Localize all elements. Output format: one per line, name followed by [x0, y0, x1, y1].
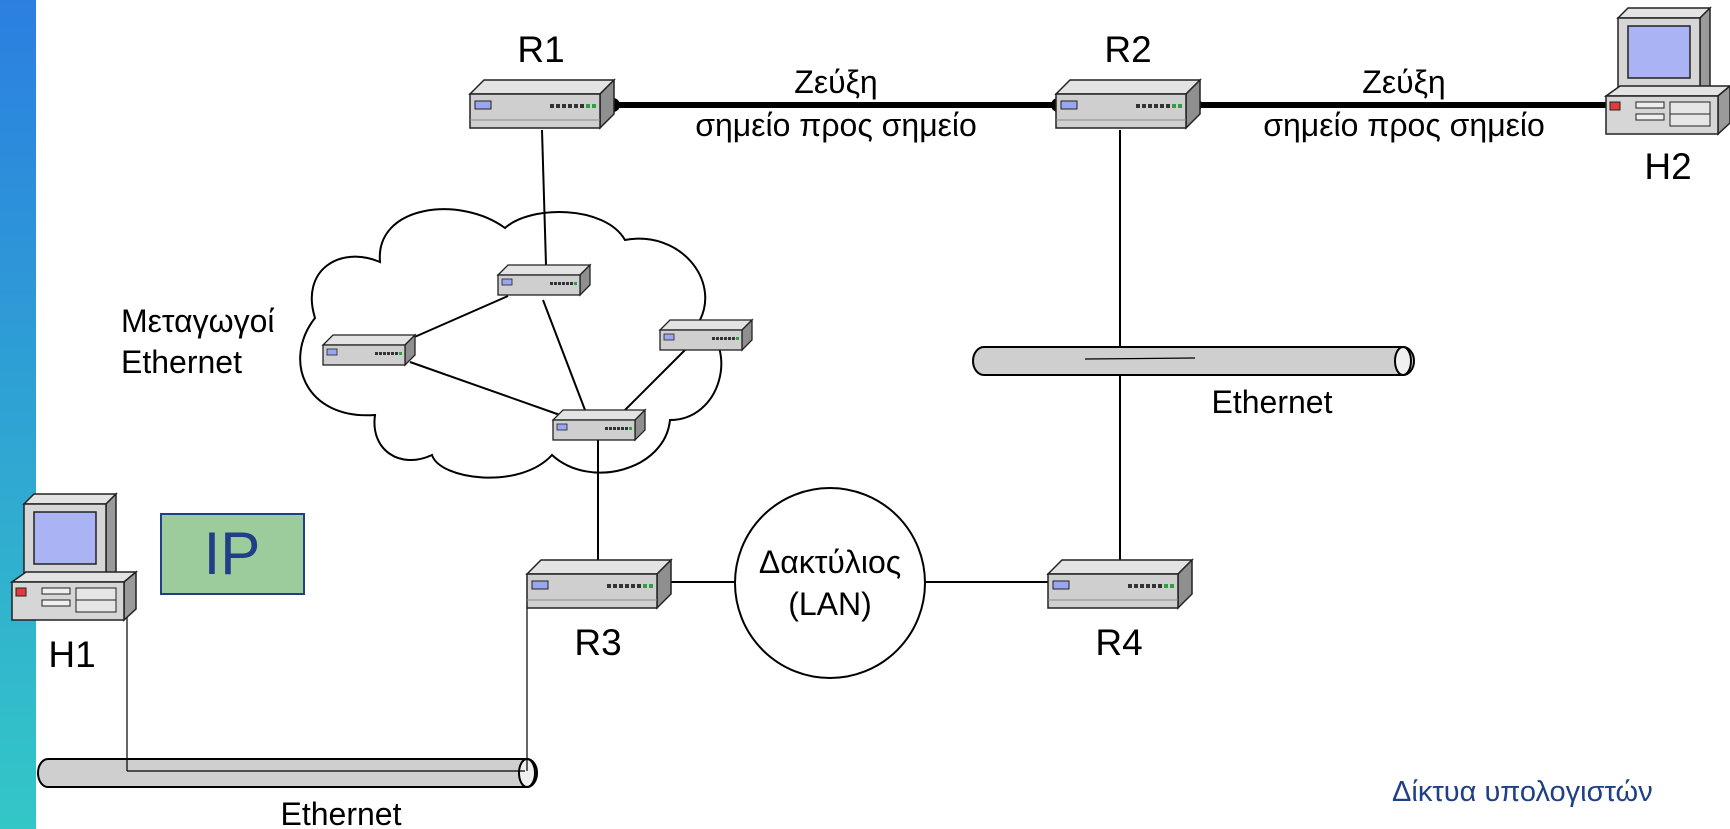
h2-label: H2: [1644, 146, 1691, 187]
host-h1-computer: [11, 493, 137, 621]
ring-lan: [734, 487, 926, 679]
ring-label-line1: Δακτύλιος: [759, 544, 901, 580]
router-r2: [1055, 79, 1201, 129]
r1-label: R1: [517, 29, 564, 70]
switch-bottom: [552, 409, 646, 441]
footer-course-title: Δίκτυα υπολογιστών: [1392, 776, 1653, 808]
host-drop-lines: [126, 605, 528, 772]
ethernet-bottom-label: Ethernet: [281, 796, 402, 829]
ip-label: IP: [204, 520, 261, 587]
r3-label: R3: [574, 622, 621, 663]
h1-label: H1: [48, 634, 95, 675]
lan-links: [541, 129, 1121, 583]
p2p-link-2-subtitle: σημείο προς σημείο: [1263, 107, 1545, 143]
router-r4: [1047, 559, 1193, 609]
ethernet-right-label: Ethernet: [1212, 384, 1333, 420]
p2p-link-1-subtitle: σημείο προς σημείο: [695, 107, 977, 143]
host-h2-computer: [1605, 7, 1730, 135]
switch-links: [409, 295, 691, 416]
ethernet-cable-right: [972, 346, 1415, 376]
router-r3: [526, 559, 672, 609]
cloud-label-line1: Μεταγωγοί: [121, 303, 275, 339]
switch-left: [322, 334, 416, 366]
cloud-label-line2: Ethernet: [121, 344, 242, 380]
r2-label: R2: [1104, 29, 1151, 70]
switch-top: [497, 264, 591, 296]
p2p-link-1-title: Ζεύξη: [794, 64, 877, 100]
router-r1: [469, 79, 615, 129]
switch-right: [659, 319, 753, 351]
side-accent-stripe: [0, 0, 36, 829]
r4-label: R4: [1095, 622, 1142, 663]
ring-label-line2: (LAN): [788, 586, 872, 622]
ip-box: [160, 513, 305, 595]
ethernet-cable-bottom: [37, 758, 538, 788]
p2p-link-2-title: Ζεύξη: [1362, 64, 1445, 100]
